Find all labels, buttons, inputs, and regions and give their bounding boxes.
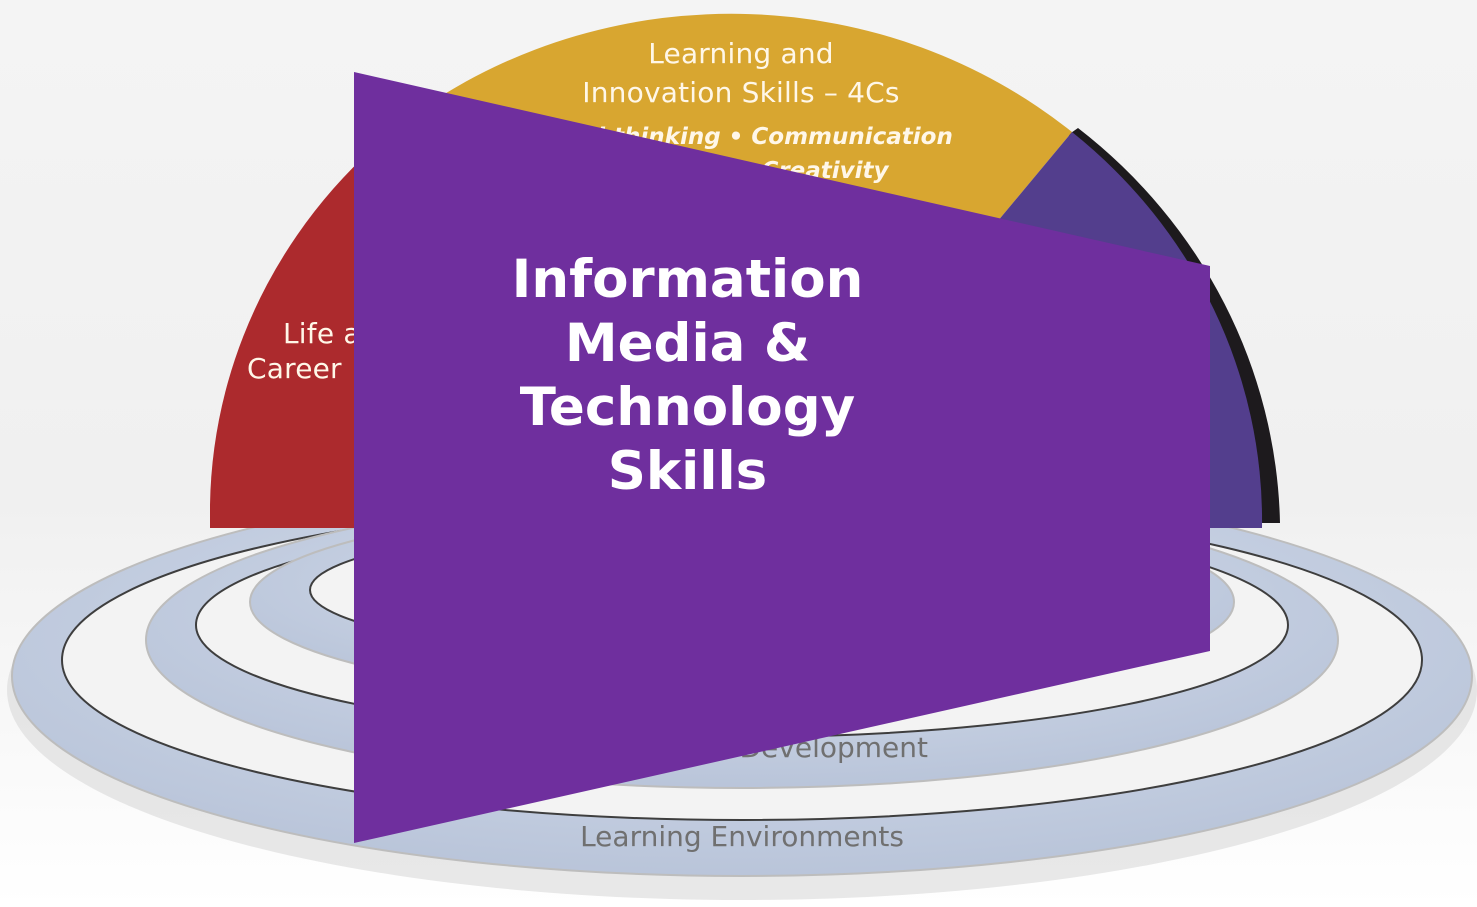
learning-title-line2: Innovation Skills – 4Cs (582, 76, 899, 109)
learning-title-line1: Learning and (648, 37, 834, 70)
ring-environments-label: Learning Environments (580, 820, 904, 853)
overlay-title: Information Media & Technology Skills (511, 249, 864, 502)
overlay-panel (354, 72, 1210, 843)
life-label-line1: Life a (283, 317, 361, 350)
life-label-line2: Career (247, 352, 342, 385)
